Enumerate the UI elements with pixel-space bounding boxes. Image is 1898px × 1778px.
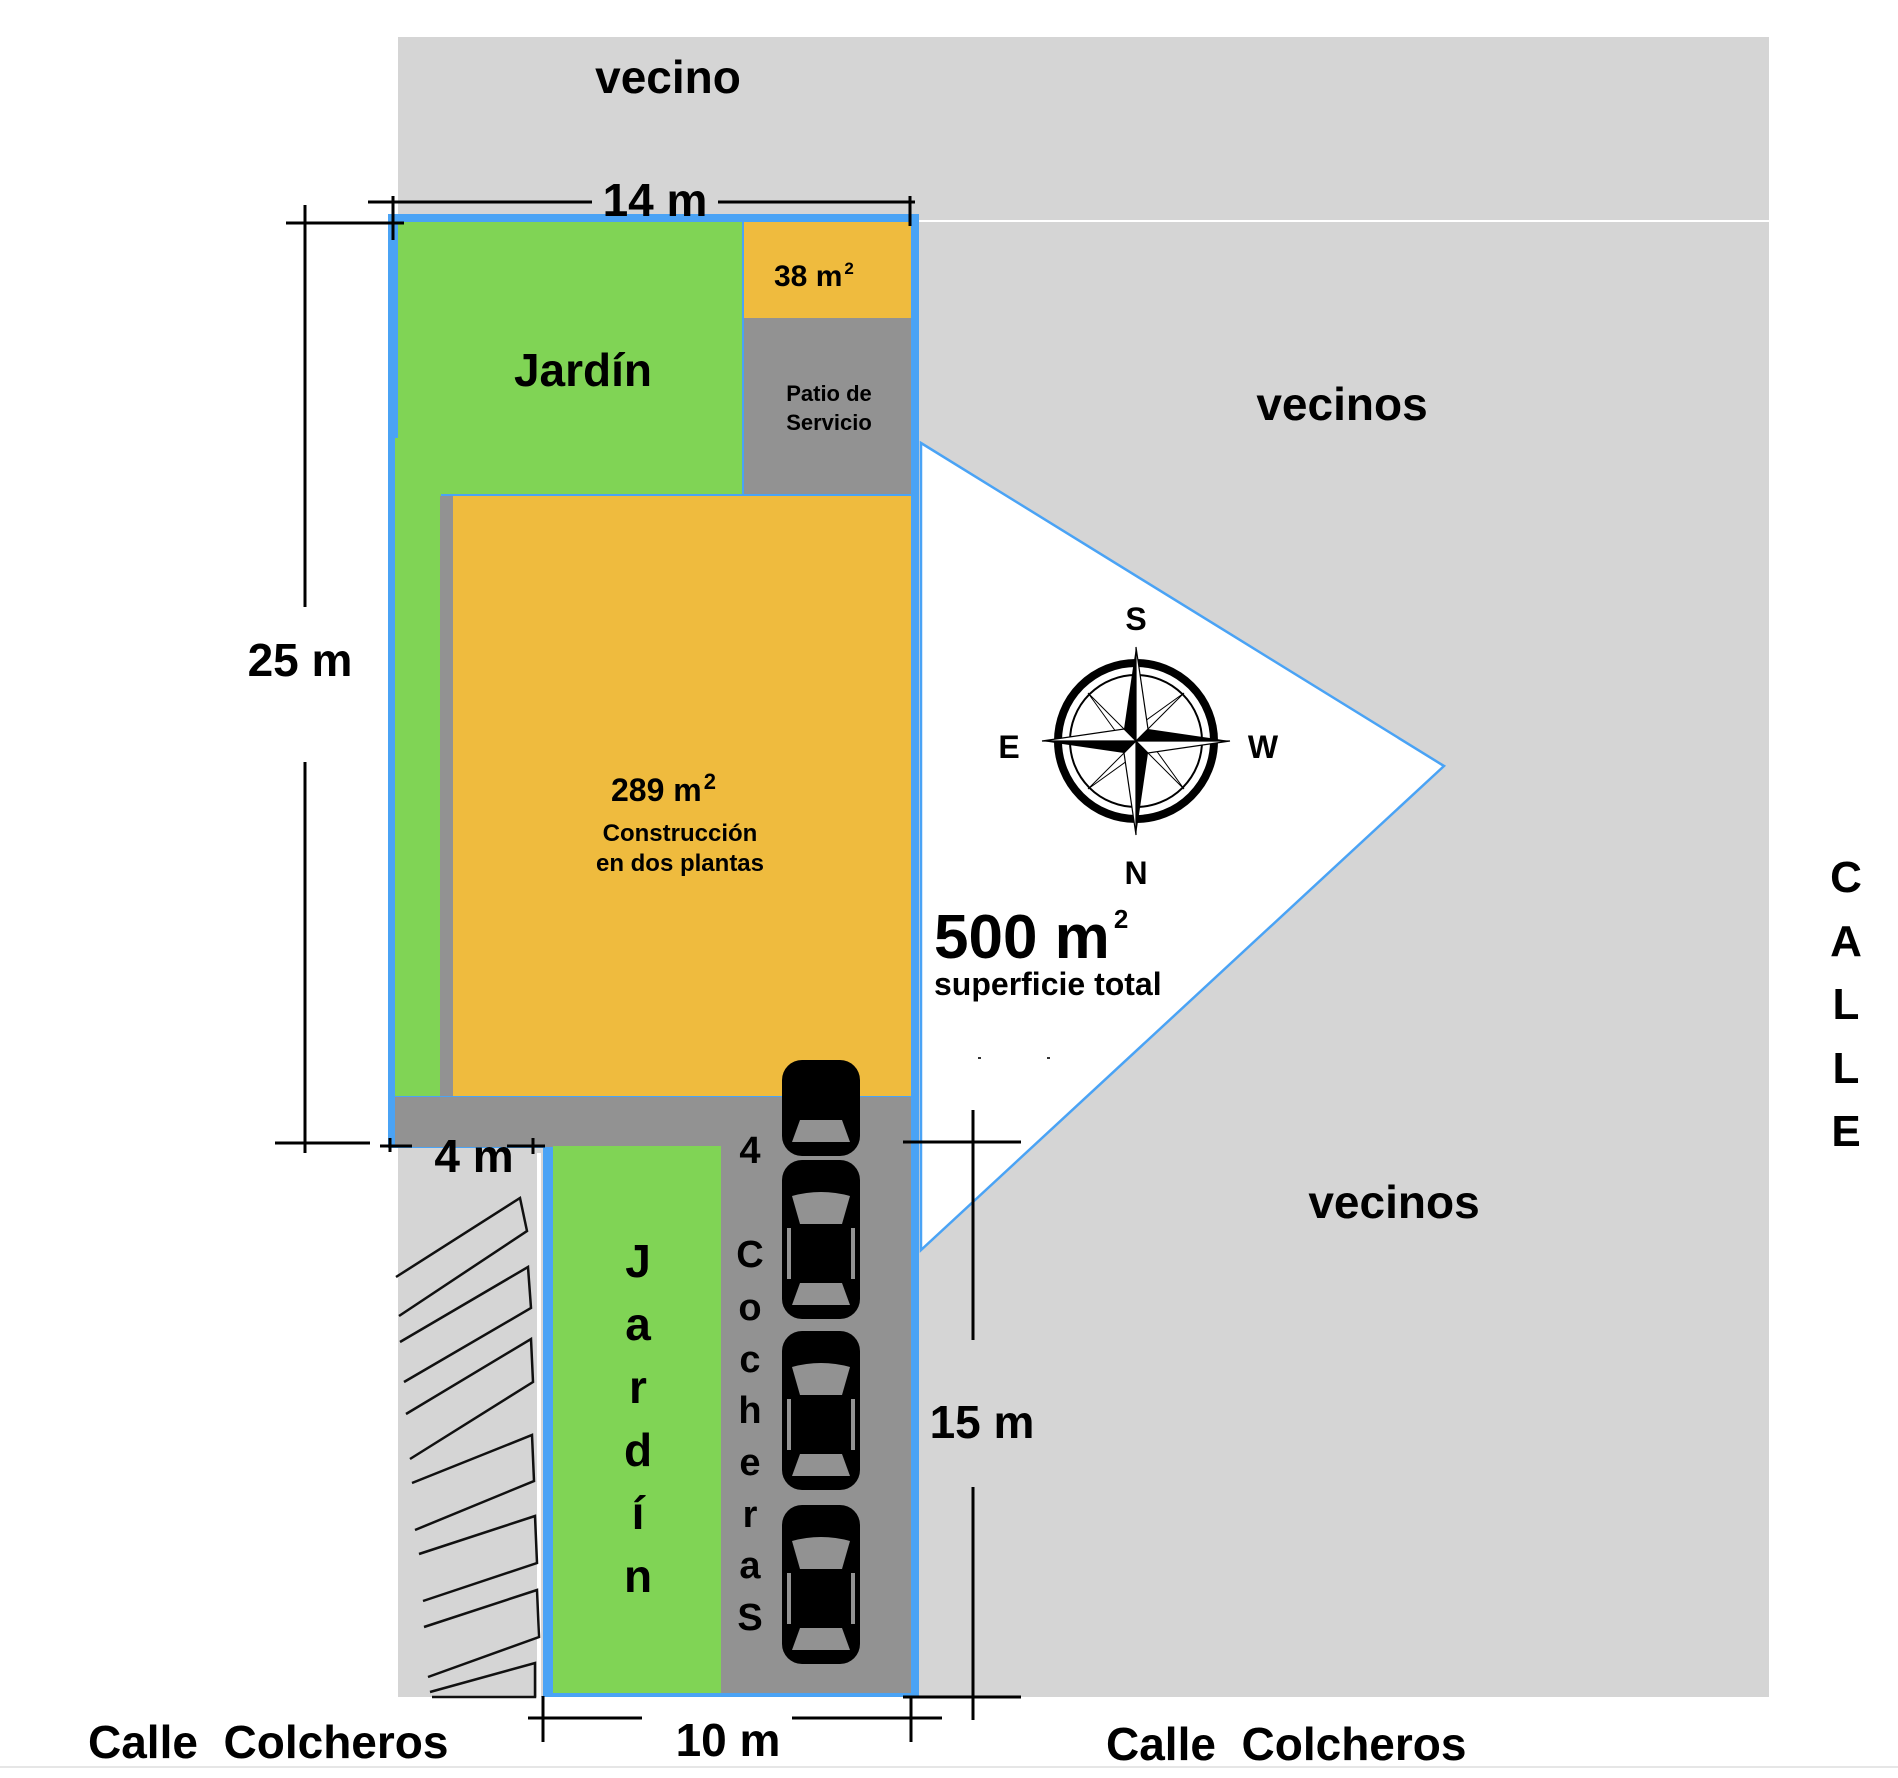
street-right-letter: L [1833, 980, 1860, 1029]
neighbors-right-top-label: vecinos [1256, 378, 1427, 430]
dim-lower-left-width-label: 4 m [434, 1130, 513, 1182]
total-area-sup: 2 [1114, 904, 1128, 934]
street-right-letter: L [1833, 1044, 1860, 1093]
garden-bottom-letter: J [625, 1235, 651, 1287]
garden-bottom-letter: n [624, 1550, 652, 1602]
service-patio-zone [744, 318, 911, 494]
lot-right-edge [911, 443, 919, 1250]
street-right-letter: A [1830, 917, 1862, 966]
service-patio-label-line2: Servicio [786, 410, 872, 435]
small-area-value: 38 m [774, 260, 842, 293]
street-right-letter: C [1830, 853, 1862, 902]
parking-letter: e [739, 1442, 760, 1484]
dim-left-height-label: 25 m [248, 634, 353, 686]
dimension-lines [275, 196, 1021, 1742]
compass-label-bottom: N [1124, 855, 1147, 891]
stripe [405, 1336, 535, 1461]
compass-label-right: W [1248, 729, 1279, 765]
compass-rose-icon [1041, 646, 1231, 836]
parking-letter: h [738, 1390, 761, 1432]
stripe [418, 1514, 539, 1603]
total-area-caption: superficie total [934, 966, 1162, 1002]
sidewalk-edge [537, 1153, 541, 1697]
car-group [782, 1060, 860, 1664]
parking-letter: o [738, 1287, 761, 1329]
dim-top-width-label: 14 m [603, 174, 708, 226]
parking-letter: c [739, 1339, 760, 1381]
compass-label-top: S [1125, 601, 1146, 637]
parking-letter: a [739, 1545, 761, 1587]
sidewalk-area [398, 1153, 539, 1697]
construction-area-label: 289 m2 [611, 769, 716, 808]
stripe [423, 1588, 541, 1679]
garden-bottom-letter: a [625, 1298, 651, 1350]
car-icon [782, 1505, 860, 1664]
parking-letter: r [743, 1494, 758, 1536]
stripe [411, 1433, 536, 1532]
diagonal-stripes [395, 1195, 541, 1699]
mark [978, 1057, 981, 1059]
stripe [399, 1264, 533, 1384]
neighbors-right-bottom-label: vecinos [1308, 1176, 1479, 1228]
small-area-sup: 2 [844, 259, 853, 278]
construction-label-line1: Construcción [603, 820, 758, 847]
construction-label-line2: en dos plantas [596, 850, 764, 877]
dim-bottom-width-label: 10 m [676, 1714, 781, 1766]
garden-bottom-letter: í [632, 1487, 647, 1539]
mark [1047, 1057, 1050, 1059]
garden-bottom-label: Jardín [624, 1235, 652, 1602]
garden-bottom-letter: r [629, 1361, 647, 1413]
neighbor-top-label: vecino [595, 51, 741, 103]
car-icon [782, 1331, 860, 1490]
garden-top [398, 222, 742, 494]
stripe [395, 1195, 529, 1318]
parking-letter: C [736, 1234, 763, 1276]
total-area-value: 500 m [934, 903, 1110, 972]
stripe [429, 1661, 537, 1699]
garden-top-label: Jardín [514, 344, 652, 396]
street-bottom-left-label: Calle Colcheros [88, 1716, 448, 1768]
compass-cardinal-points [1041, 646, 1231, 836]
street-right-label: C A L L E [1830, 853, 1862, 1156]
service-patio-label-line1: Patio de [786, 381, 872, 406]
garden-bottom-letter: d [624, 1424, 652, 1476]
garden-side-strip [395, 438, 441, 1096]
construction-area-value: 289 m [611, 772, 702, 808]
construction-edge [440, 496, 453, 1096]
street-bottom-right-label: Calle Colcheros [1106, 1718, 1466, 1770]
car-icon [782, 1060, 860, 1156]
dim-right-height-label: 15 m [930, 1396, 1035, 1448]
small-area-zone [744, 222, 911, 318]
parking-letter: S [737, 1597, 762, 1639]
compass-panel [919, 440, 1447, 1253]
compass-label-left: E [998, 729, 1019, 765]
bottom-rule [0, 1766, 1898, 1768]
construction-area-sup: 2 [704, 769, 716, 794]
garden-bottom [553, 1146, 721, 1693]
car-icon [782, 1160, 860, 1319]
parking-letter: 4 [739, 1130, 760, 1172]
construction-zone [453, 496, 911, 1096]
street-right-letter: E [1831, 1107, 1860, 1156]
